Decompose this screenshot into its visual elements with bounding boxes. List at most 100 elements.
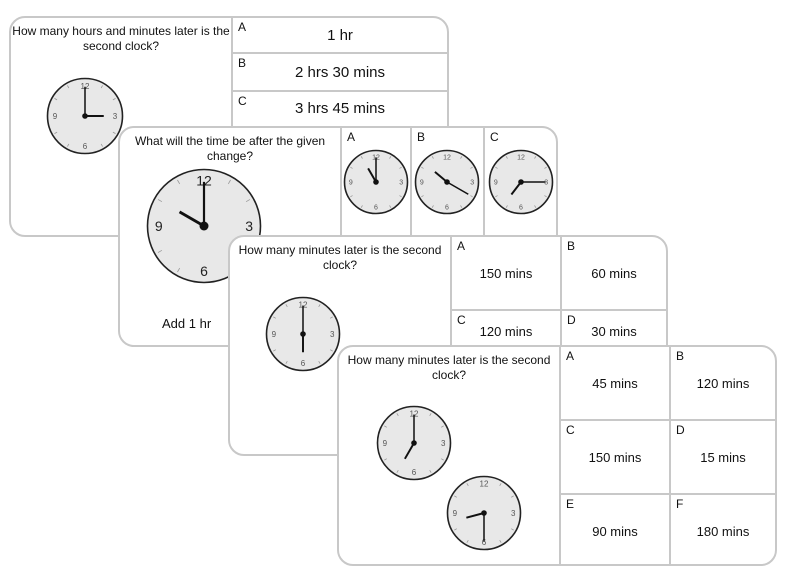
clock-tick (285, 304, 288, 308)
clock-tick (54, 98, 58, 101)
clock-numeral: 3 (544, 179, 548, 186)
clock-tick (466, 539, 469, 543)
clock-tick (431, 156, 434, 159)
clock-numeral: 9 (272, 330, 277, 339)
clock-tick (360, 156, 363, 159)
question-text: How many minutes later is the second clo… (238, 243, 442, 272)
option-letter: C (457, 313, 466, 327)
clock-tick (389, 156, 392, 159)
option-letter: C (566, 423, 575, 437)
clock-numeral: 12 (443, 154, 451, 161)
clock-tick (350, 166, 353, 169)
clock-center (518, 179, 524, 185)
option-letter: D (676, 423, 685, 437)
hour-hand (466, 512, 485, 519)
option-letter: A (238, 20, 247, 34)
clock-center (373, 179, 379, 185)
option-letter: A (457, 239, 466, 253)
clock-tick (440, 425, 444, 428)
clock-center (481, 510, 487, 516)
option-letter: D (567, 313, 576, 327)
clock-tick (421, 166, 424, 169)
option-text: 15 mins (700, 450, 746, 465)
clock-tick (421, 195, 424, 198)
clock-tick (112, 131, 116, 134)
clock-tick (429, 413, 432, 417)
clock-numeral: 9 (155, 218, 163, 234)
option-text: 180 mins (696, 524, 750, 539)
question-text: How many minutes later is the second clo… (347, 353, 551, 382)
clock-numeral: 3 (113, 112, 118, 121)
clock-numeral: 9 (349, 179, 353, 186)
clock-tick (273, 349, 277, 352)
clock-center (411, 440, 417, 446)
clock-tick (499, 483, 502, 487)
answer-option-c[interactable]: C 150 mins (561, 421, 671, 495)
option-text: 1 hr (327, 27, 353, 44)
clock-numeral: 3 (511, 509, 516, 518)
clock-tick (429, 469, 432, 473)
clock-tick (470, 166, 473, 169)
clock-tick (505, 156, 508, 159)
option-letter: A (566, 349, 575, 363)
clock-numeral: 9 (494, 179, 498, 186)
clock-numeral: 3 (330, 330, 335, 339)
clock-tick (285, 360, 288, 364)
answer-option-a[interactable]: A 150 mins (452, 237, 562, 311)
option-text: 30 mins (591, 324, 637, 339)
clock-numeral: 12 (81, 82, 90, 91)
clock-tick (399, 166, 402, 169)
option-text: 150 mins (588, 450, 642, 465)
clock-center (444, 179, 450, 185)
answer-option-d[interactable]: D 30 mins (562, 311, 666, 385)
clock-tick (399, 195, 402, 198)
change-note: Add 1 hr (162, 316, 212, 331)
clock-numeral: 12 (410, 410, 419, 419)
clock-tick (112, 98, 116, 101)
minute-hand (446, 181, 469, 195)
clock-tick (431, 205, 434, 208)
clock-numeral: 6 (412, 468, 417, 477)
clock-tick (534, 156, 537, 159)
clock-numeral: 12 (299, 301, 308, 310)
option-letter: E (566, 497, 575, 511)
option-text: 3 hrs 45 mins (294, 100, 386, 117)
clock-tick (157, 249, 163, 253)
clock-center (82, 113, 88, 119)
clock-numeral: 6 (83, 142, 88, 151)
option-text: 150 mins (479, 266, 533, 281)
question-card-4[interactable]: How many minutes later is the second clo… (337, 345, 777, 566)
answer-option-a[interactable]: A 1 hr (233, 18, 447, 54)
hour-hand (404, 442, 415, 460)
question-text: How many hours and minutes later is the … (12, 24, 230, 53)
option-text: 120 mins (696, 376, 750, 391)
clock-numeral: 6 (519, 205, 523, 212)
clock-tick (245, 199, 251, 203)
answer-option-d[interactable]: D 15 mins (671, 421, 775, 495)
clock-numeral: 3 (245, 218, 253, 234)
clock-tick (495, 195, 498, 198)
clock-tick (54, 131, 58, 134)
clock-numeral: 9 (453, 509, 458, 518)
clock-tick (466, 483, 469, 487)
clock-numeral: 6 (200, 263, 208, 279)
clock-numeral: 9 (53, 112, 58, 121)
clock-tick (100, 85, 103, 89)
clock-center (199, 221, 209, 231)
clock-tick (454, 495, 458, 498)
clock-numeral: 12 (196, 173, 212, 189)
question-text: What will the time be after the given ch… (134, 134, 326, 163)
clock-tick (460, 205, 463, 208)
clock-tick (534, 205, 537, 208)
